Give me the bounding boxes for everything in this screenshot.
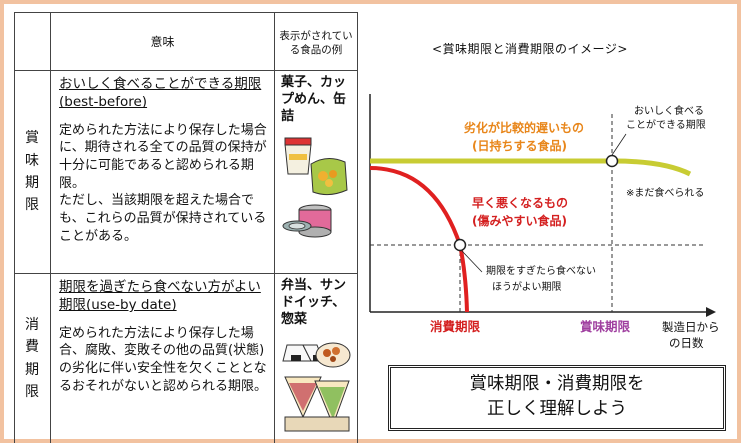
x-axis-arrow bbox=[706, 307, 716, 317]
snack-cup-noodle-can-illustration bbox=[282, 137, 348, 238]
still-edible-note: ※まだ食べられる bbox=[626, 186, 704, 199]
best-before-leader bbox=[611, 133, 627, 156]
table-header-row: 意味 表示がされている食品の例 bbox=[14, 12, 358, 71]
best-before-marker bbox=[605, 154, 619, 168]
best-before-note-line2: ことができる期限 bbox=[626, 118, 706, 131]
use-by-title: 期限を過ぎたら食べない方がよい期限(use-by date) bbox=[59, 279, 261, 314]
best-before-note: ただし、当該期限を超えた場合でも、これらの品質が保持されていることがある。 bbox=[59, 193, 267, 244]
best-before-title: おいしく食べることができる期限(best-before) bbox=[59, 76, 262, 111]
row-label-use-by: 消 費 期 限 bbox=[14, 273, 51, 443]
row-label-char: 味 bbox=[25, 152, 40, 169]
chart-title: <賞味期限と消費期限のイメージ> bbox=[432, 42, 628, 56]
use-by-note-line1: 期限をすぎたら食べない bbox=[486, 264, 596, 277]
fast-degradation-curve bbox=[369, 166, 469, 313]
banner-line2: 正しく理解しよう bbox=[487, 399, 627, 420]
use-by-foods-cell: 弁当、サンドイッチ、惣菜 bbox=[274, 273, 358, 443]
row-label-char: 消 bbox=[25, 316, 40, 333]
best-before-description: 定められた方法により保存した場合に、期待される全ての品質の保持が十分に可能である… bbox=[59, 122, 267, 191]
header-meaning: 意味 bbox=[50, 12, 275, 71]
slow-label-line2: (日持ちする食品) bbox=[472, 138, 567, 153]
table-row-use-by: 消 費 期 限 期限を過ぎたら食べない方がよい期限(use-by date) 定… bbox=[14, 273, 358, 443]
row-label-char: 期 bbox=[25, 175, 40, 191]
best-before-description-cell: おいしく食べることができる期限(best-before) 定められた方法により保… bbox=[50, 70, 275, 274]
header-examples: 表示がされている食品の例 bbox=[274, 12, 358, 71]
panel: 意味 表示がされている食品の例 賞 味 期 限 おいしく食べることができる期限(… bbox=[4, 4, 737, 443]
banner-line1: 賞味期限・消費期限を bbox=[469, 374, 645, 394]
best-before-foods: 菓子、カップめん、缶詰 bbox=[281, 75, 347, 124]
x-label-best-before: 賞味期限 bbox=[580, 319, 631, 334]
use-by-description: 定められた方法により保存した場合、腐敗、変敗その他の品質(状態)の劣化に伴い安全… bbox=[59, 325, 268, 394]
use-by-note-line2: ほうがよい期限 bbox=[492, 280, 562, 293]
row-label-char: 期 bbox=[25, 361, 40, 378]
row-label-char: 費 bbox=[25, 339, 40, 356]
best-before-note-line1: おいしく食べる bbox=[634, 104, 704, 117]
x-label-use-by: 消費期限 bbox=[430, 319, 481, 334]
best-before-foods-cell: 菓子、カップめん、缶詰 bbox=[274, 70, 358, 274]
x-axis-label-line2: の日数 bbox=[669, 336, 704, 350]
fast-label-line1: 早く悪くなるもの bbox=[472, 196, 568, 210]
slow-label-line1: 劣化が比較的遅いもの bbox=[464, 120, 584, 135]
bento-sandwich-illustration bbox=[282, 342, 351, 432]
row-label-char: 賞 bbox=[25, 130, 40, 147]
use-by-foods: 弁当、サンドイッチ、惣菜 bbox=[281, 278, 347, 327]
row-label-char: 限 bbox=[25, 383, 40, 400]
use-by-marker bbox=[453, 238, 467, 252]
slow-degradation-curve bbox=[370, 158, 692, 177]
use-by-description-cell: 期限を過ぎたら食べない方がよい期限(use-by date) 定められた方法によ… bbox=[50, 273, 275, 443]
x-axis-label-line1: 製造日から bbox=[662, 320, 720, 334]
row-label-char: 限 bbox=[25, 197, 40, 214]
summary-banner: 賞味期限・消費期限を 正しく理解しよう bbox=[388, 365, 726, 431]
table-row-best-before: 賞 味 期 限 おいしく食べることができる期限(best-before) 定めら… bbox=[14, 70, 358, 274]
comparison-table: 意味 表示がされている食品の例 賞 味 期 限 おいしく食べることができる期限(… bbox=[14, 12, 358, 443]
fast-label-line2: (傷みやすい食品) bbox=[472, 213, 567, 228]
header-empty-cell bbox=[14, 12, 51, 71]
expiry-chart: 劣化が比較的遅いもの (日持ちする食品) 早く悪くなるもの (傷みやすい食品) … bbox=[369, 94, 720, 350]
use-by-leader bbox=[461, 250, 483, 273]
row-label-best-before: 賞 味 期 限 bbox=[14, 70, 51, 274]
